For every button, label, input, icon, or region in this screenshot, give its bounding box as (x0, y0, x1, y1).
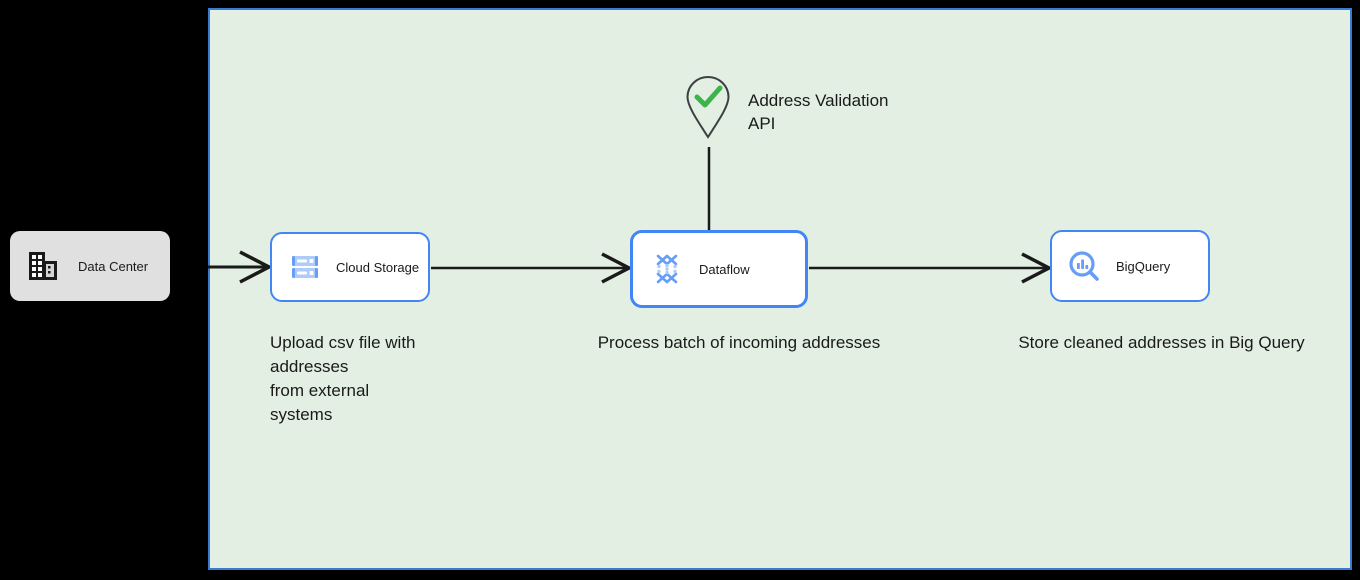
caption-bigquery: Store cleaned addresses in Big Query (1018, 333, 1305, 352)
map-pin-check-icon (686, 75, 730, 139)
bigquery-magnifier-icon (1069, 251, 1099, 281)
cloud-storage-icon (292, 256, 318, 278)
node-cloud-storage[interactable]: Cloud Storage (270, 232, 430, 302)
node-bigquery-label: BigQuery (1116, 258, 1171, 274)
caption-line: systems (270, 405, 333, 424)
address-validation-api-label: Address Validation API (748, 89, 968, 135)
dataflow-icon (656, 254, 678, 284)
caption-line: Upload csv file with (270, 333, 416, 352)
caption-line: addresses (270, 357, 349, 376)
node-cloud-storage-label: Cloud Storage (336, 259, 420, 275)
api-label-line-1: Address Validation (748, 91, 889, 110)
node-data-center-label: Data Center (78, 258, 149, 274)
node-bigquery[interactable]: BigQuery (1050, 230, 1210, 302)
node-dataflow[interactable]: Dataflow (630, 230, 808, 308)
caption-cloud-storage: Upload csv file with addresses from exte… (270, 331, 480, 427)
data-center-building-icon (29, 252, 57, 280)
node-data-center[interactable]: Data Center (10, 231, 170, 301)
caption-line: from external (270, 381, 370, 400)
node-dataflow-label: Dataflow (699, 261, 750, 277)
caption-dataflow: Process batch of incoming addresses (597, 333, 881, 352)
api-label-line-2: API (748, 114, 776, 133)
